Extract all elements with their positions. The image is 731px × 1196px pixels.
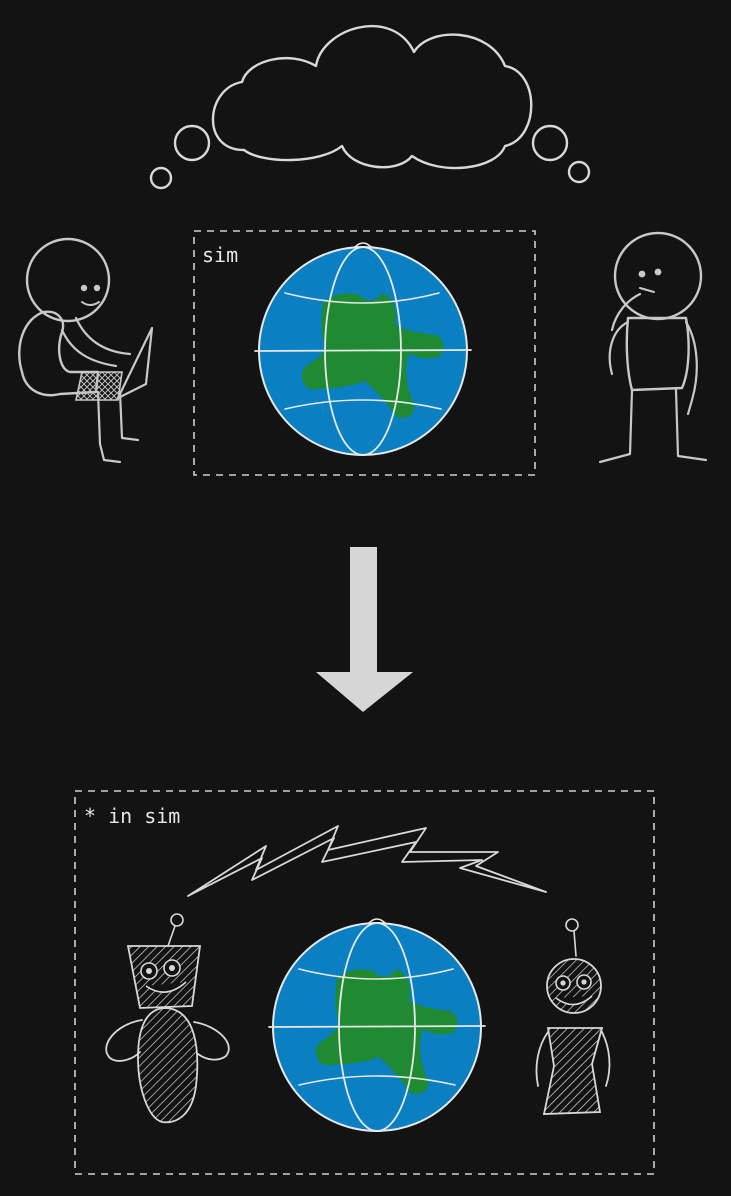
globe-icon [268,918,486,1132]
in-sim-frame [74,790,655,1175]
robot-right [535,918,611,1115]
sim-frame [193,230,536,476]
globe-icon [254,242,472,456]
sim-frame-label: sim [202,243,238,267]
down-arrow-icon [316,547,413,712]
in-sim-frame-label: * in sim [84,804,180,828]
thinking-person [598,231,708,464]
lightning-icon [187,825,547,897]
thought-cloud-icon [149,24,591,190]
robot-left [105,913,230,1124]
person-with-laptop [18,237,154,464]
